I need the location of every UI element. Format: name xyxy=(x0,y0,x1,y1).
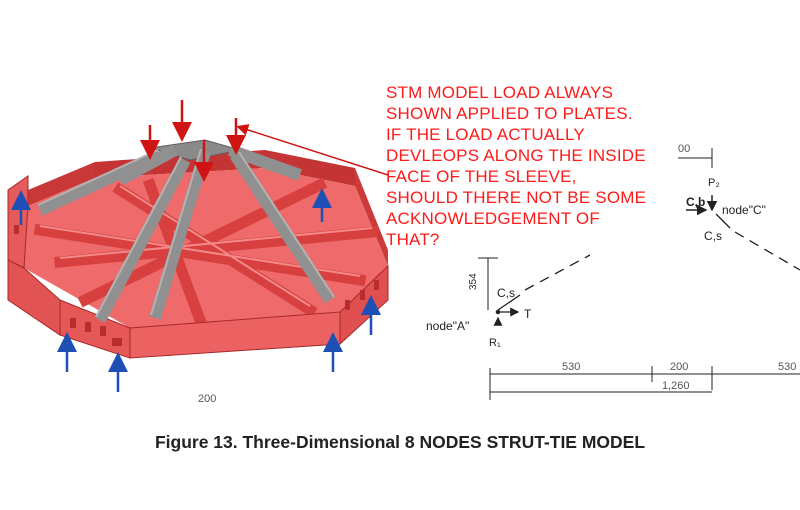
label-p2: P₂ xyxy=(708,177,720,189)
annotation-line: ACKNOWLEDGEMENT OF xyxy=(386,209,600,228)
figure-caption: Figure 13. Three-Dimensional 8 NODES STR… xyxy=(154,432,646,452)
annotation-note: STM MODEL LOAD ALWAYS SHOWN APPLIED TO P… xyxy=(386,82,686,250)
annotation-line: FACE OF THE SLEEVE, xyxy=(386,167,577,186)
dim-segment-3: 530 xyxy=(778,361,796,373)
dim-segment-1: 530 xyxy=(562,361,580,373)
annotation-pointer-arrow xyxy=(236,124,389,176)
label-cb: C,b xyxy=(686,195,705,209)
partial-dimension-label: 200 xyxy=(198,393,216,405)
label-cs-c: C,s xyxy=(704,229,722,243)
struts xyxy=(37,144,336,323)
annotation-line: SHOULD THERE NOT BE SOME xyxy=(386,188,647,207)
dim-segment-2: 200 xyxy=(670,361,688,373)
label-node-c: node"C" xyxy=(722,203,766,217)
reaction-arrows xyxy=(11,188,381,392)
annotation-line: STM MODEL LOAD ALWAYS xyxy=(386,83,614,102)
label-t: T xyxy=(524,307,532,321)
label-r1: R₁ xyxy=(489,337,501,349)
load-arrows xyxy=(140,100,246,182)
label-cs-a: C,s xyxy=(497,286,515,300)
dim-total: 1,260 xyxy=(662,380,690,392)
partial-top-label: 00 xyxy=(678,143,690,155)
annotation-line: DEVLEOPS ALONG THE INSIDE xyxy=(386,146,646,165)
label-354: 354 xyxy=(468,273,479,290)
strut-tie-schematic: 00 xyxy=(478,143,800,400)
annotation-line: THAT? xyxy=(386,230,440,249)
annotation-line: IF THE LOAD ACTUALLY xyxy=(386,125,585,144)
strut-tie-3d-model: 200 xyxy=(7,100,389,405)
label-node-a: node"A" xyxy=(426,319,469,333)
annotation-line: SHOWN APPLIED TO PLATES. xyxy=(386,104,633,123)
schematic-labels: P₂ C,b node"C" C,s 354 C,s T node"A" R₁ … xyxy=(426,177,796,392)
